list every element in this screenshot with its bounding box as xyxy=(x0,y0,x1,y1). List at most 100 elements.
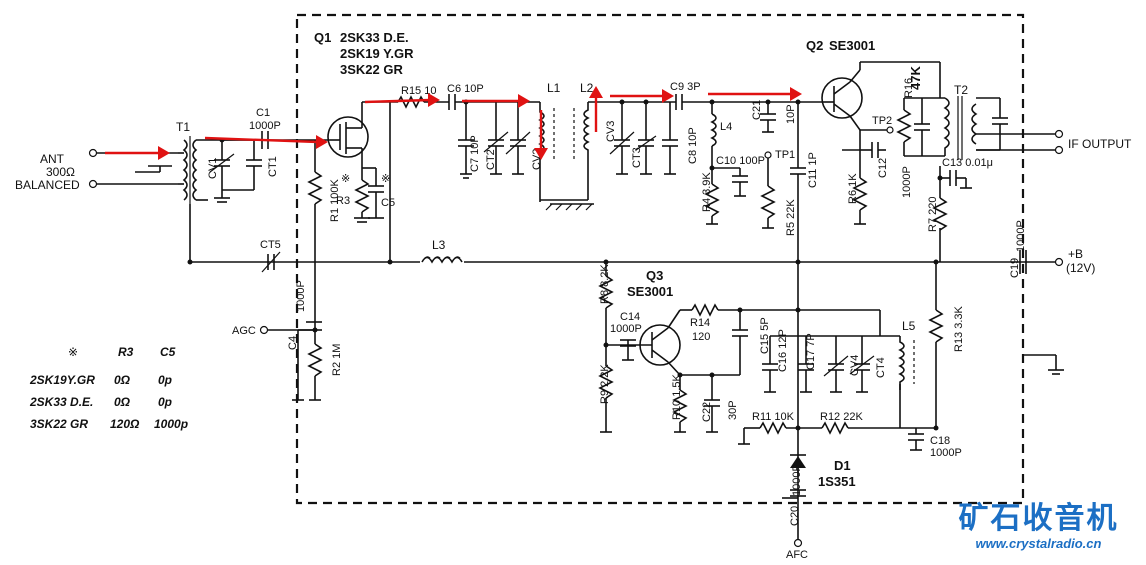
brand-url: www.crystalradio.cn xyxy=(975,536,1102,551)
table-header-c5: C5 xyxy=(160,345,176,359)
c16-label: C16 12P xyxy=(777,329,789,372)
l1-tank: C7 10P CT2 CV2 L1 xyxy=(458,81,561,202)
d1-part: 1S351 xyxy=(818,474,856,489)
plus-b-label: +B xyxy=(1068,247,1083,261)
afc-bias: R11 10K R12 22K C18 1000P xyxy=(738,411,962,459)
c6-label: C6 10P xyxy=(447,83,484,95)
c18-label: C18 xyxy=(930,435,950,447)
table-row-1-c5: 0p xyxy=(158,373,172,387)
ct1-label: CT1 xyxy=(267,156,279,177)
l4-label: L4 xyxy=(720,121,732,133)
q1-label: Q1 xyxy=(314,30,331,45)
c21-label: C21 xyxy=(751,100,763,120)
varactor-d1: D1 1S351 xyxy=(790,454,856,489)
c15-label: C15 5P xyxy=(759,317,771,354)
voltage-label: (12V) xyxy=(1066,261,1095,275)
r9-label: R9 2.2K xyxy=(599,364,611,404)
c19-label: C19 xyxy=(1009,258,1021,278)
tp1-label: TP1 xyxy=(775,149,795,161)
balanced-label: BALANCED xyxy=(15,178,80,192)
l3-label: L3 xyxy=(432,238,446,252)
q1-part-2: 2SK19 Y.GR xyxy=(340,46,414,61)
r7-label: R7 220 xyxy=(927,197,939,232)
antenna-input: ANT 300Ω BALANCED xyxy=(15,148,178,192)
capacitor-c21: C21 10P xyxy=(751,100,797,133)
r4-label: R4 3.9K xyxy=(701,172,713,212)
afc-label: AFC xyxy=(786,549,808,561)
c22-label: C22 xyxy=(701,402,713,422)
c20-label: C20 xyxy=(789,506,801,526)
transistor-q3: Q3 SE3001 xyxy=(606,268,681,376)
q2-collector: R16 47K T2 IF OUTPUT xyxy=(859,61,1132,160)
c13-r7: C13 0.01μ R7 220 xyxy=(927,157,993,262)
table-row-2-r3: 0Ω xyxy=(114,395,131,409)
r6-label: R6 1K xyxy=(847,173,859,204)
r14-label: R14 xyxy=(690,317,710,329)
q2-label: Q2 xyxy=(806,38,823,53)
c17-label: C17 7P xyxy=(805,333,817,370)
r2-label: R2 1M xyxy=(331,344,343,376)
r14-value: 120 xyxy=(692,331,710,343)
r13-label: R13 3.3K xyxy=(953,305,965,352)
c4-value: 1000P xyxy=(295,280,307,312)
q2-part: SE3001 xyxy=(829,38,875,53)
c21-value: 10P xyxy=(785,104,797,124)
c18-value: 1000P xyxy=(930,447,962,459)
table-row-2-c5: 0p xyxy=(158,395,172,409)
l1-label: L1 xyxy=(547,81,561,95)
l1-l2-ground xyxy=(540,199,594,211)
r16-label: R16 xyxy=(903,78,915,98)
r15-label: R15 10 xyxy=(401,85,436,97)
resistor-r13: R13 3.3K xyxy=(928,262,965,428)
q3-bias: R8 8.2K R9 2.2K C14 1000P xyxy=(598,262,642,433)
t1-label: T1 xyxy=(176,120,190,134)
q3-part: SE3001 xyxy=(627,284,673,299)
r1-label: R1 100K xyxy=(329,179,341,222)
c1-value: 1000P xyxy=(249,120,281,132)
table-row-2-part: 2SK33 D.E. xyxy=(29,395,93,409)
r11-label: R11 10K xyxy=(752,411,795,423)
q1-part-1: 2SK33 D.E. xyxy=(340,30,409,45)
r3-c5-source: R3 C5 ※ ※ xyxy=(336,167,395,223)
r16-value: 47K xyxy=(908,66,923,90)
tp1-r5: TP1 R5 22K xyxy=(760,149,797,236)
r3-label: R3 xyxy=(336,195,350,207)
resistor-r1: R1 100K xyxy=(307,140,341,330)
table-row-3-c5: 1000p xyxy=(154,417,188,431)
tuner-enclosure xyxy=(295,13,1025,505)
c5-label: C5 xyxy=(381,197,395,209)
ant-label: ANT xyxy=(40,152,65,166)
ct2-label: CT2 xyxy=(485,149,497,170)
transistor-q1: Q1 2SK33 D.E. 2SK19 Y.GR 3SK22 GR xyxy=(314,30,414,168)
capacitor-c9: C9 3P xyxy=(670,81,823,110)
table-row-3-part: 3SK22 GR xyxy=(30,417,88,431)
brand-title: 矿石收音机 xyxy=(958,501,1119,536)
c4-label: C4 xyxy=(287,336,299,350)
cv1-label: CV1 xyxy=(207,158,219,179)
c19-value: 1000P xyxy=(1015,220,1027,252)
ant-impedance-label: 300Ω xyxy=(46,165,75,179)
d1-label: D1 xyxy=(834,458,851,473)
transformer-t1: T1 xyxy=(135,120,222,262)
c8-label: C8 10P xyxy=(687,127,699,164)
ct3-label: CT3 xyxy=(631,147,643,168)
c22-value: 30P xyxy=(727,400,739,420)
c14-value: 1000P xyxy=(610,323,642,335)
junction-dots xyxy=(187,99,943,431)
c14-label: C14 xyxy=(620,311,640,323)
l5-label: L5 xyxy=(902,319,916,333)
r5-label: R5 22K xyxy=(785,199,797,236)
cv1-ct1-tuning: CV1 CT1 xyxy=(207,139,279,203)
q2-emitter: TP2 C12 1000P R6 1K xyxy=(842,115,913,225)
c9-label: C9 3P xyxy=(670,81,701,93)
table-row-1-r3: 0Ω xyxy=(114,373,131,387)
inductor-l3: L3 xyxy=(420,238,464,266)
table-row-1-part: 2SK19Y.GR xyxy=(29,373,95,387)
l2-tank: L2 CV3 CT3 C8 10P xyxy=(573,81,699,200)
trimmer-ct5: CT5 xyxy=(260,239,281,273)
cv3-label: CV3 xyxy=(605,121,617,142)
ct5-label: CT5 xyxy=(260,239,281,251)
r10-label: R10 1.5K xyxy=(671,373,683,420)
watermark: 矿石收音机 www.crystalradio.cn xyxy=(941,502,1136,552)
